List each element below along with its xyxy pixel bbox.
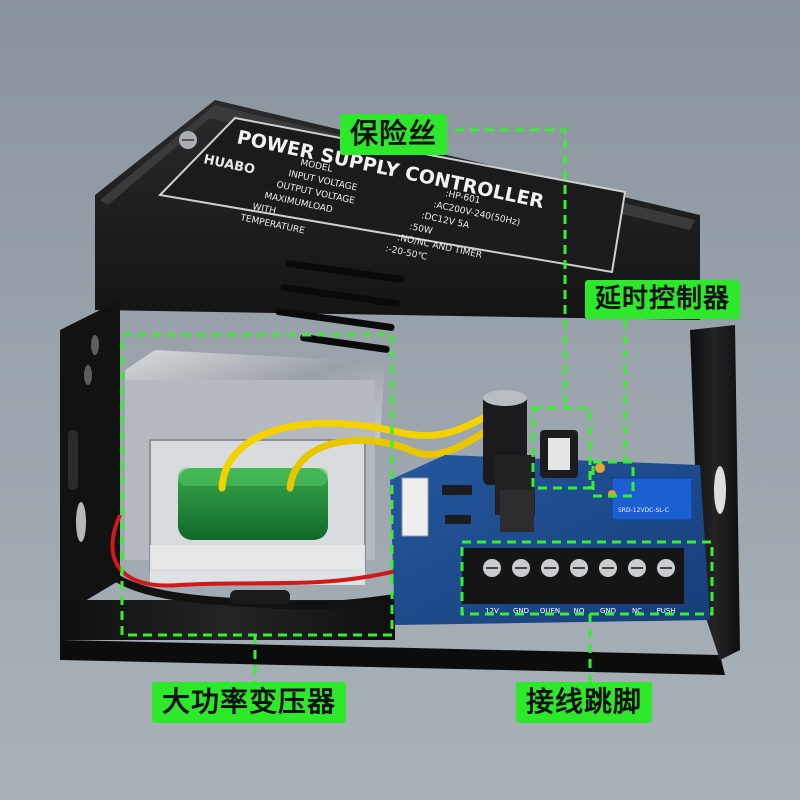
leader-fuse xyxy=(455,128,567,408)
frame-terminal xyxy=(460,540,714,616)
frame-fuse xyxy=(531,406,592,490)
callout-terminal-block-label: 接线跳脚 xyxy=(516,682,653,723)
terminal-label: PUSH xyxy=(656,607,675,615)
relay-label: SRD-12VDC-SL-C xyxy=(618,507,669,514)
transformer xyxy=(102,350,509,610)
spec-key: WITH xyxy=(251,202,276,217)
frame-timer xyxy=(591,460,635,498)
frame-transformer xyxy=(120,333,394,637)
callout-guides xyxy=(120,128,714,682)
terminal-label: NO xyxy=(574,607,585,615)
terminal-label: OUEN xyxy=(540,607,560,615)
callout-fuse-label: 保险丝 xyxy=(340,114,448,155)
callout-timer-controller-label: 延时控制器 xyxy=(585,280,741,319)
terminal-label: GND xyxy=(513,607,529,615)
terminal-label: GND xyxy=(600,607,616,615)
enclosure-base xyxy=(60,300,740,675)
terminal-label: 12V xyxy=(485,607,499,615)
spec-value: :50W xyxy=(408,222,433,237)
terminal-block: 12V GND OUEN NO GND NC PUSH xyxy=(462,548,684,615)
terminal-label: NC xyxy=(632,607,642,615)
callout-transformer-label: 大功率变压器 xyxy=(152,682,347,723)
